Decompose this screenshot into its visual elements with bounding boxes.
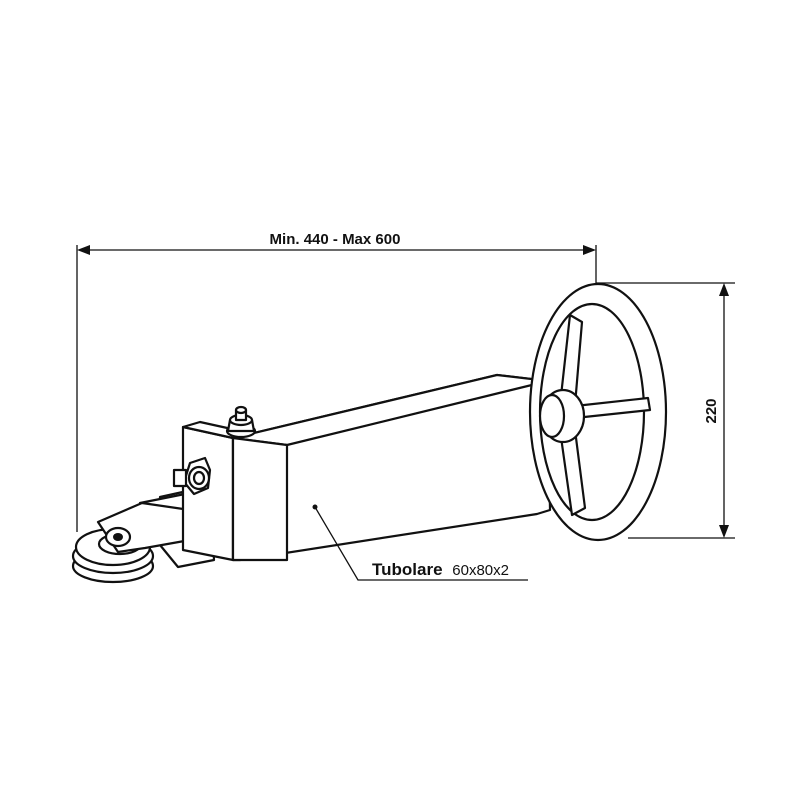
arrowhead-left — [77, 245, 90, 255]
height-dimension: 220 — [596, 282, 735, 539]
length-dimension: Min. 440 - Max 600 — [76, 231, 597, 532]
hex-nut — [172, 456, 212, 496]
height-dimension-label: 220 — [703, 398, 720, 423]
handwheel — [528, 282, 668, 542]
callout-name: Tubolare — [372, 560, 443, 579]
arrowhead-top — [719, 283, 729, 296]
tube-callout: Tubolare 60x80x2 — [314, 506, 528, 581]
rectangular-tube — [231, 373, 552, 562]
arrowhead-bottom — [719, 525, 729, 538]
callout-label: Tubolare 60x80x2 — [372, 560, 509, 579]
arrowhead-right — [583, 245, 596, 255]
length-dimension-label: Min. 440 - Max 600 — [270, 231, 401, 248]
grease-nipple — [225, 405, 257, 439]
callout-size: 60x80x2 — [452, 562, 509, 579]
